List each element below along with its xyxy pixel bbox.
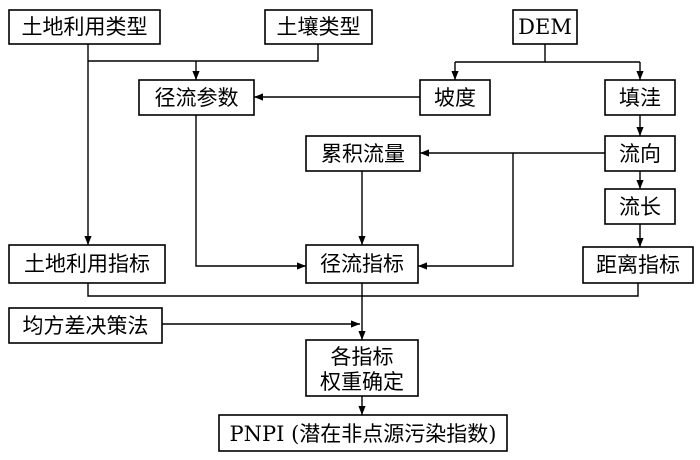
- node-mean-square-decision-label: 均方差决策法: [23, 314, 149, 338]
- node-fill-label: 填洼: [619, 86, 661, 110]
- node-distance-index-label: 距离指标: [596, 253, 680, 277]
- node-land-use-type: 土地利用类型: [8, 9, 161, 45]
- node-dem-label: DEM: [518, 15, 572, 39]
- node-runoff-params-label: 径流参数: [155, 86, 239, 110]
- edge-runoff-params-to-runoff-index: [195, 115, 306, 270]
- node-slope-label: 坡度: [434, 86, 476, 110]
- edge-flow-direction-to-runoff-index: [418, 153, 514, 270]
- node-flow-direction-label: 流向: [619, 142, 661, 166]
- node-runoff-index: 径流指标: [305, 244, 419, 284]
- node-flow-length: 流长: [604, 188, 676, 225]
- node-dem: DEM: [512, 9, 578, 45]
- node-soil-type-label: 土壤类型: [277, 15, 361, 39]
- node-land-use-index-label: 土地利用指标: [24, 252, 150, 276]
- node-mean-square-decision: 均方差决策法: [8, 307, 163, 344]
- node-flow-length-label: 流长: [619, 195, 661, 219]
- node-weights-label-line1: 各指标: [331, 345, 394, 369]
- edge-dem-split: [455, 44, 640, 63]
- node-land-use-type-label: 土地利用类型: [22, 15, 148, 39]
- node-weights-label-line2: 权重确定: [320, 370, 404, 394]
- node-flow-accumulation-label: 累积流量: [321, 142, 405, 166]
- nodes: 土地利用类型 土壤类型 DEM 径流参数 坡度 填洼 累积流量: [8, 9, 694, 452]
- node-pnpi: PNPI (潜在非点源污染指数): [218, 414, 508, 452]
- node-runoff-index-label: 径流指标: [320, 252, 404, 276]
- edge-indices-merge-line: [87, 283, 639, 297]
- node-flow-accumulation: 累积流量: [305, 135, 421, 172]
- node-runoff-params: 径流参数: [138, 79, 255, 116]
- edge-types-merge-line: [88, 44, 319, 62]
- node-land-use-index: 土地利用指标: [8, 244, 166, 284]
- node-fill: 填洼: [604, 79, 676, 116]
- node-slope: 坡度: [419, 79, 491, 116]
- node-soil-type: 土壤类型: [264, 9, 373, 45]
- edges: [84, 44, 644, 415]
- node-weights: 各指标 权重确定: [305, 339, 419, 397]
- node-flow-direction: 流向: [604, 135, 676, 172]
- node-distance-index: 距离指标: [582, 246, 694, 284]
- node-pnpi-label: PNPI (潜在非点源污染指数): [230, 422, 497, 446]
